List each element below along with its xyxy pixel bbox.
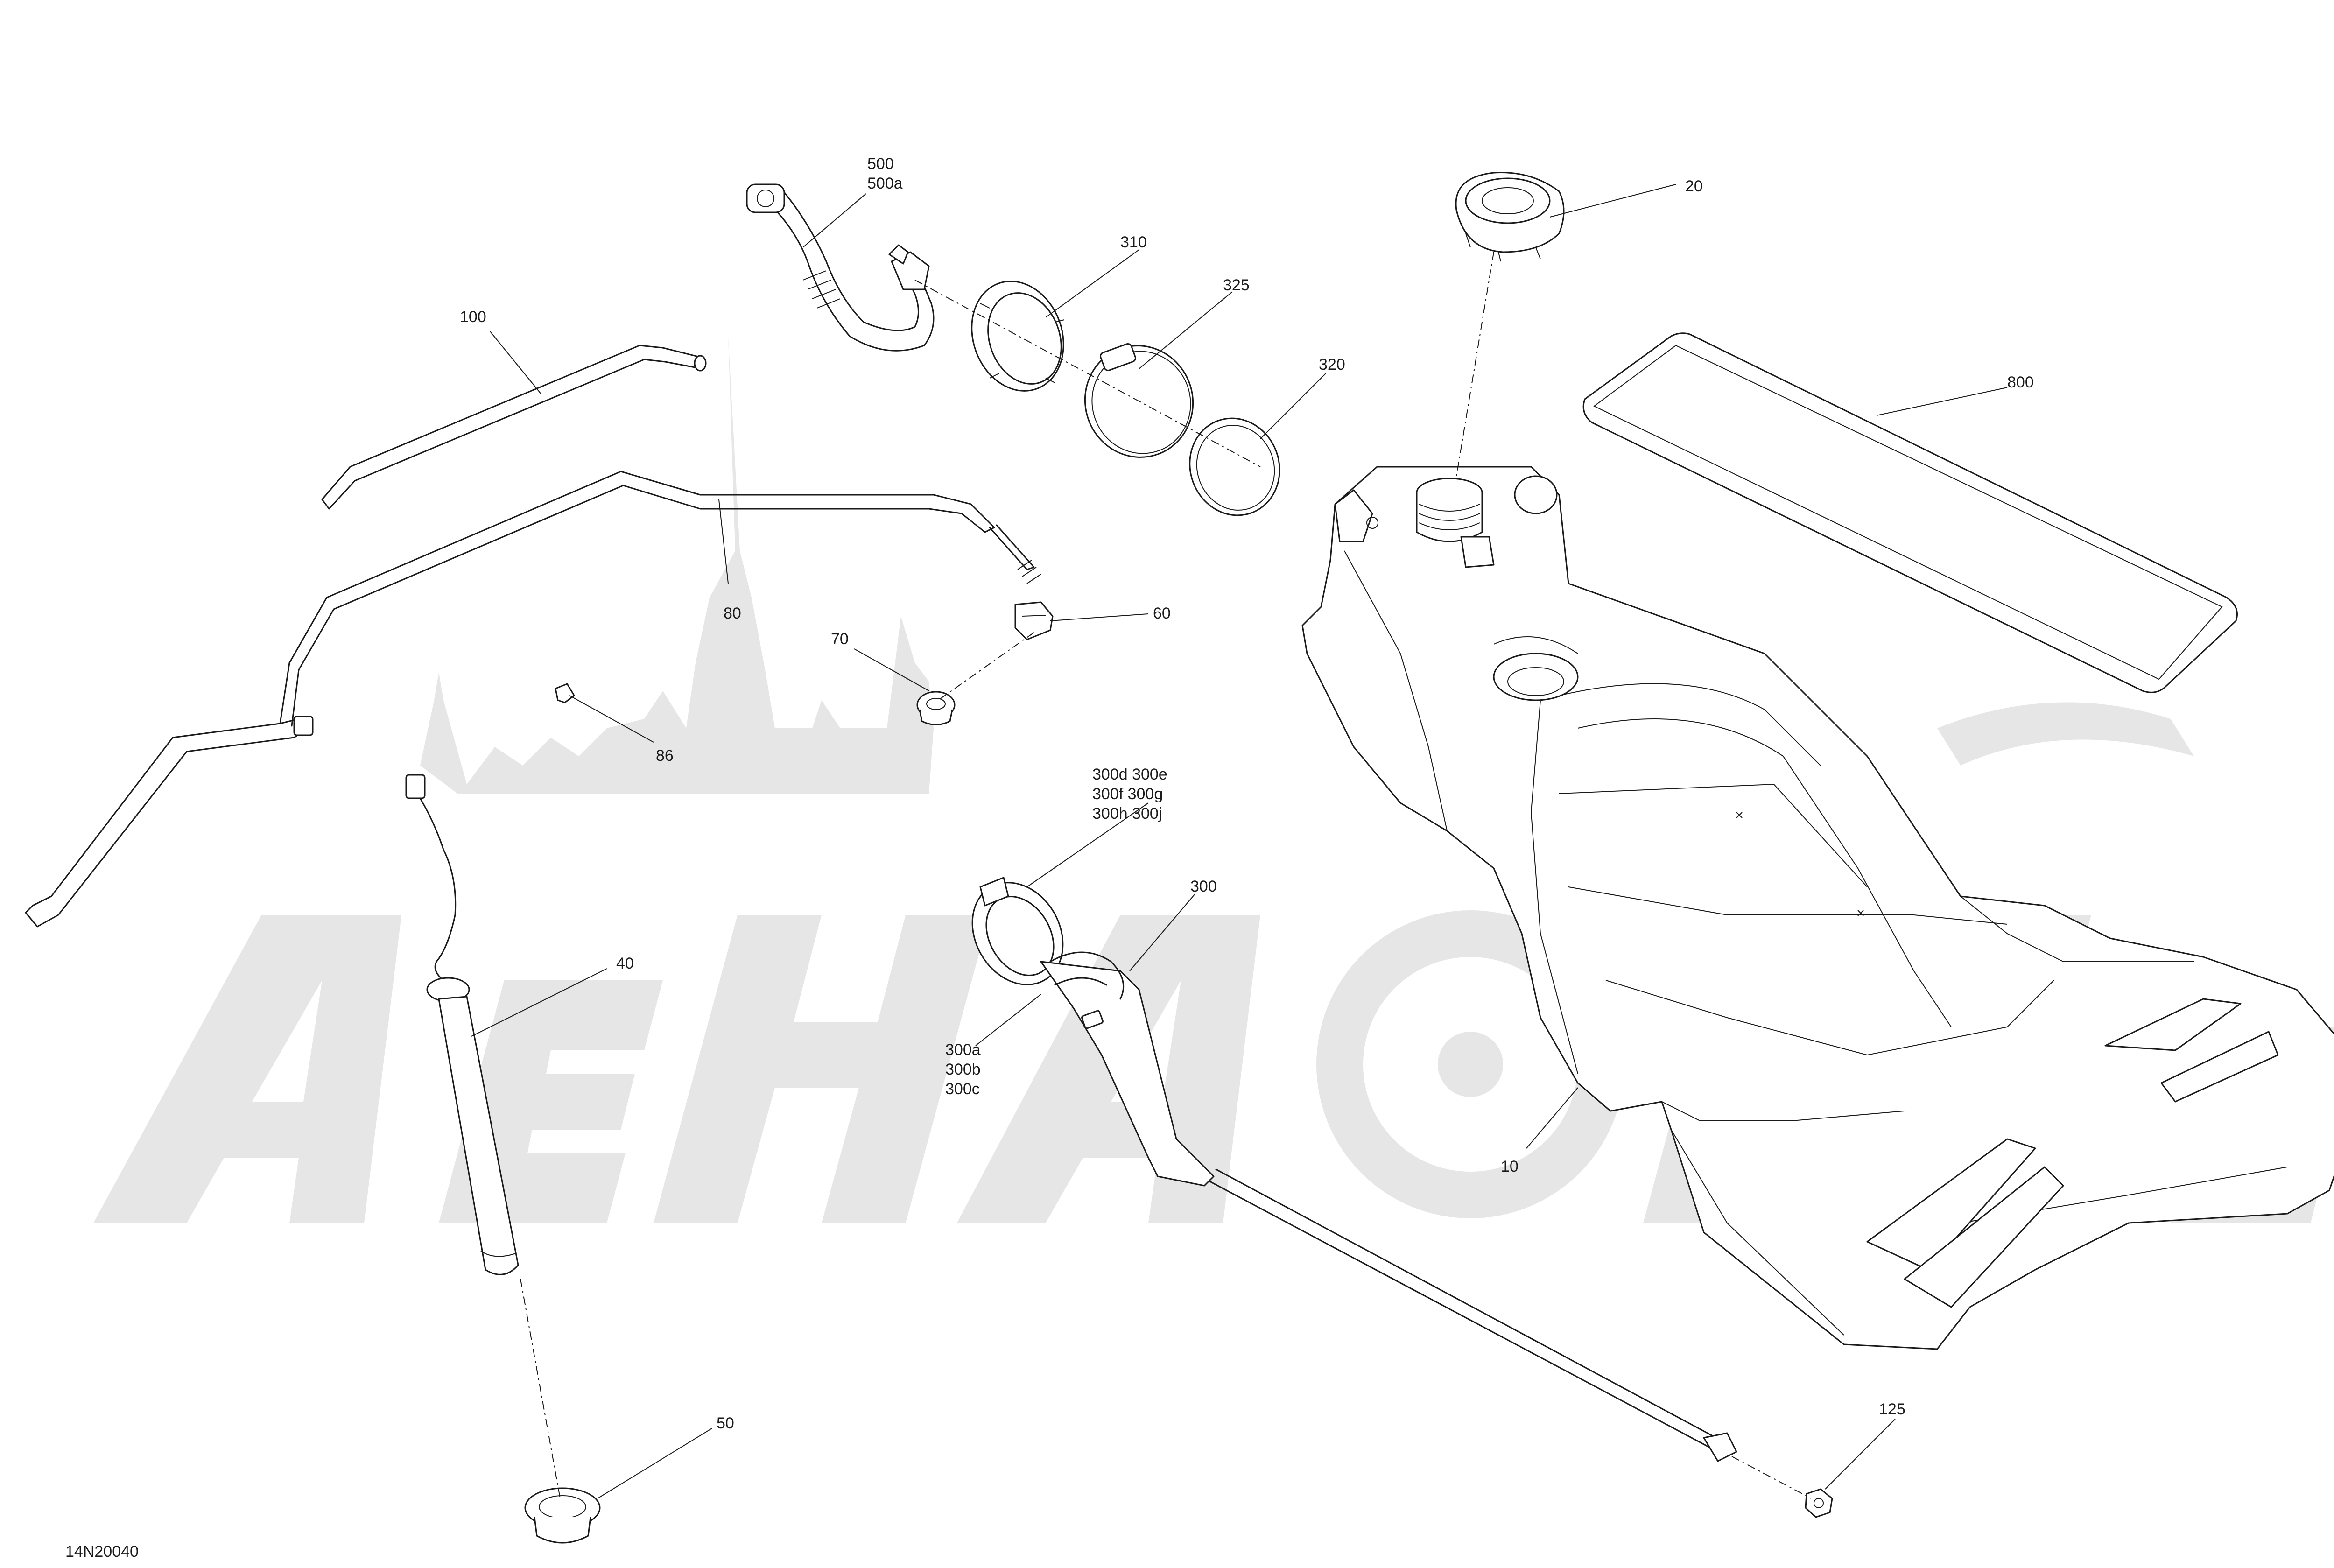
part-320-o-ring: [1189, 417, 1280, 516]
assembly-lines: [520, 252, 1812, 1499]
callout-70: 70: [831, 630, 849, 648]
part-50-plug: [524, 1487, 601, 1544]
callout-60: 60: [1153, 605, 1171, 622]
part-325-clamp: [1084, 343, 1194, 458]
part-310-lock-ring: [971, 281, 1065, 392]
callout-10: 10: [1501, 1158, 1519, 1175]
callout-300: 300: [1190, 878, 1217, 895]
callout-86: 86: [656, 747, 674, 765]
callout-40: 40: [616, 955, 634, 972]
diagram-code: 14N20040: [65, 1543, 139, 1561]
part-70-grommet: [916, 691, 956, 725]
part-10-fuel-tank: [1301, 466, 2334, 1350]
callout-50: 50: [717, 1414, 734, 1432]
part-60-connector: [1014, 601, 1054, 640]
part-800-pad: [1582, 332, 2238, 693]
callout-100: 100: [460, 308, 486, 326]
callout-325: 325: [1223, 276, 1250, 294]
leader-lines: [471, 184, 2008, 1499]
callout-80: 80: [724, 605, 741, 622]
part-80-tube: [25, 471, 1041, 928]
part-300-fuel-pump: [971, 877, 1737, 1462]
part-20-fuel-cap: [1455, 172, 1565, 262]
callout-20: 20: [1685, 177, 1703, 195]
callout-310: 310: [1120, 233, 1147, 251]
part-500-hose: [746, 183, 935, 352]
callout-125: 125: [1879, 1400, 1905, 1418]
part-125-nut: [1805, 1488, 1833, 1518]
callout-320: 320: [1319, 356, 1345, 373]
callout-800: 800: [2007, 373, 2034, 391]
part-100-tube: [321, 345, 707, 510]
part-40-level-sensor: [405, 774, 519, 1275]
part-86-clip: [555, 683, 575, 703]
